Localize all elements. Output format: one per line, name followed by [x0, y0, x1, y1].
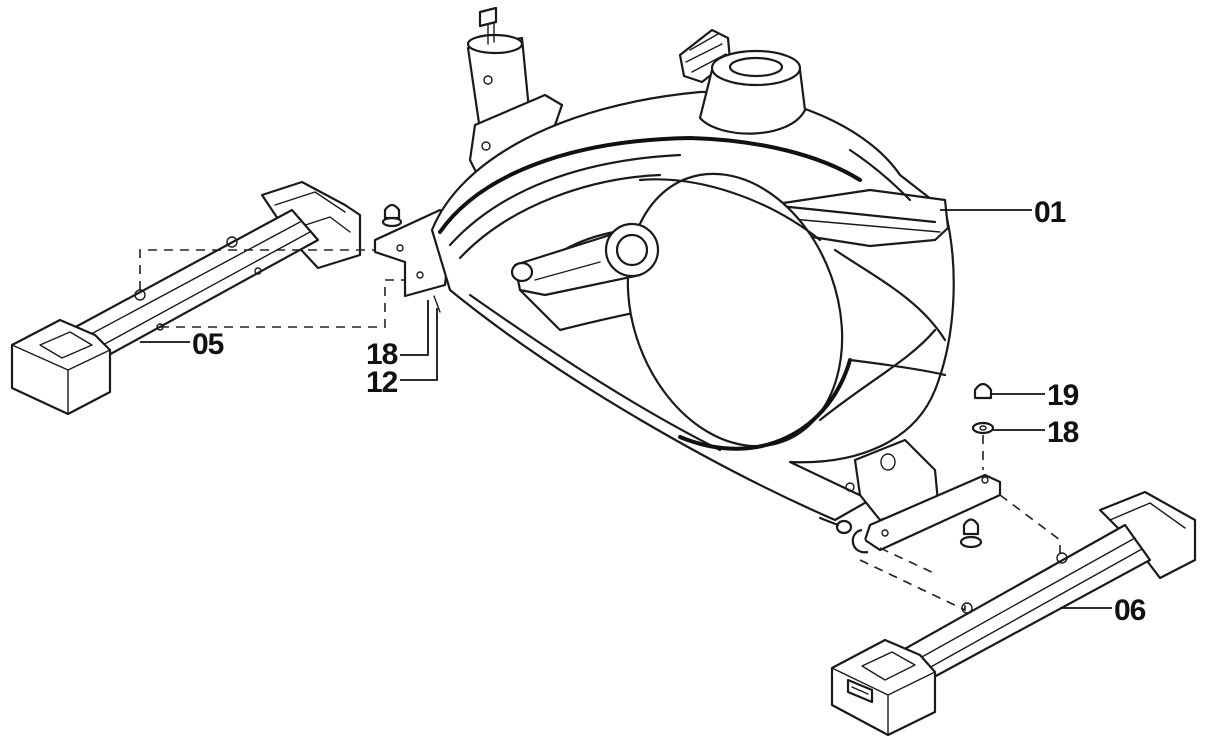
label-part-12: 12	[366, 366, 398, 399]
label-part-18-right: 18	[1047, 416, 1079, 449]
right-stabilizer-06	[830, 490, 1197, 737]
label-part-18-left: 18	[366, 338, 398, 371]
handlebar-socket	[698, 49, 807, 135]
label-part-05: 05	[192, 328, 224, 361]
label-part-19: 19	[1047, 379, 1079, 412]
label-part-06: 06	[1114, 594, 1146, 627]
leader-lines	[140, 209, 1112, 609]
left-stabilizer-05	[10, 180, 362, 416]
main-housing-01	[430, 90, 955, 522]
label-part-01: 01	[1034, 196, 1066, 229]
right-fasteners	[959, 382, 995, 549]
part-labels: 01 05 18 12 19 18 06	[192, 196, 1147, 627]
left-alignment-lines	[139, 249, 410, 328]
right-alignment-lines	[859, 435, 1061, 612]
right-mount-bracket	[818, 438, 1002, 554]
